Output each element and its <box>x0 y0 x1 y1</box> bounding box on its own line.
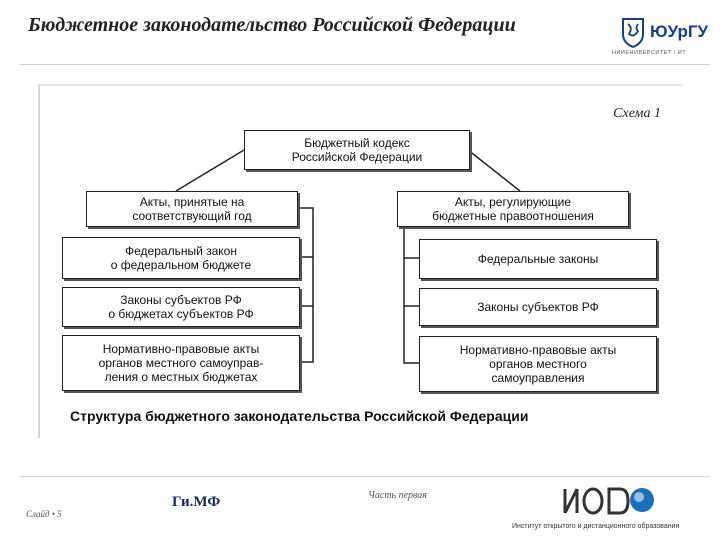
yurgu-logo: ЮУрГУ НИИЕНИВЕРСИТЕТ / ИТ <box>612 14 712 62</box>
brand-label: Ги.МФ <box>172 494 221 510</box>
scheme-caption: Структура бюджетного законодательства Ро… <box>70 408 529 424</box>
header-divider <box>20 64 710 65</box>
connector-root-right <box>467 149 521 192</box>
svg-text:ИОДО: ИОДО <box>608 516 611 518</box>
connector-root-left <box>175 149 245 192</box>
box-federal-laws: Федеральные законы <box>419 239 657 279</box>
yurgu-logo-name: ЮУрГУ <box>650 22 709 41</box>
scheme-label: Схема 1 <box>613 106 661 121</box>
connector-left-spine <box>296 207 314 363</box>
part-label: Часть первая <box>368 490 427 501</box>
yurgu-logo-subtitle: НИИЕНИВЕРСИТЕТ / ИТ <box>612 50 687 56</box>
slide-number: Слайд • 5 <box>26 509 62 519</box>
page-title: Бюджетное законодательство Российской Фе… <box>28 14 516 36</box>
yurgu-emblem-icon <box>622 18 644 48</box>
box-budget-code: Бюджетный кодекс Российской Федерации <box>244 130 470 170</box>
box-subject-laws: Законы субъектов РФ <box>419 288 657 326</box>
box-acts-regulating: Акты, регулирующие бюджетные правоотноше… <box>397 191 629 227</box>
box-acts-year: Акты, принятые на соответствующий год <box>86 191 298 227</box>
box-local-government-acts: Нормативно-правовые акты органов местног… <box>419 336 657 392</box>
box-subject-budget-laws: Законы субъектов РФ о бюджетах субъектов… <box>62 287 300 327</box>
box-local-budget-acts: Нормативно-правовые акты органов местног… <box>62 335 300 391</box>
footer-divider <box>20 476 710 477</box>
box-federal-budget-law: Федеральный закон о федеральном бюджете <box>62 237 300 279</box>
iodo-logo-icon: ИОДО <box>563 487 654 518</box>
connector-right-spine <box>403 225 419 364</box>
iodo-subtitle: Институт открытого и дистанционного обра… <box>512 523 680 530</box>
